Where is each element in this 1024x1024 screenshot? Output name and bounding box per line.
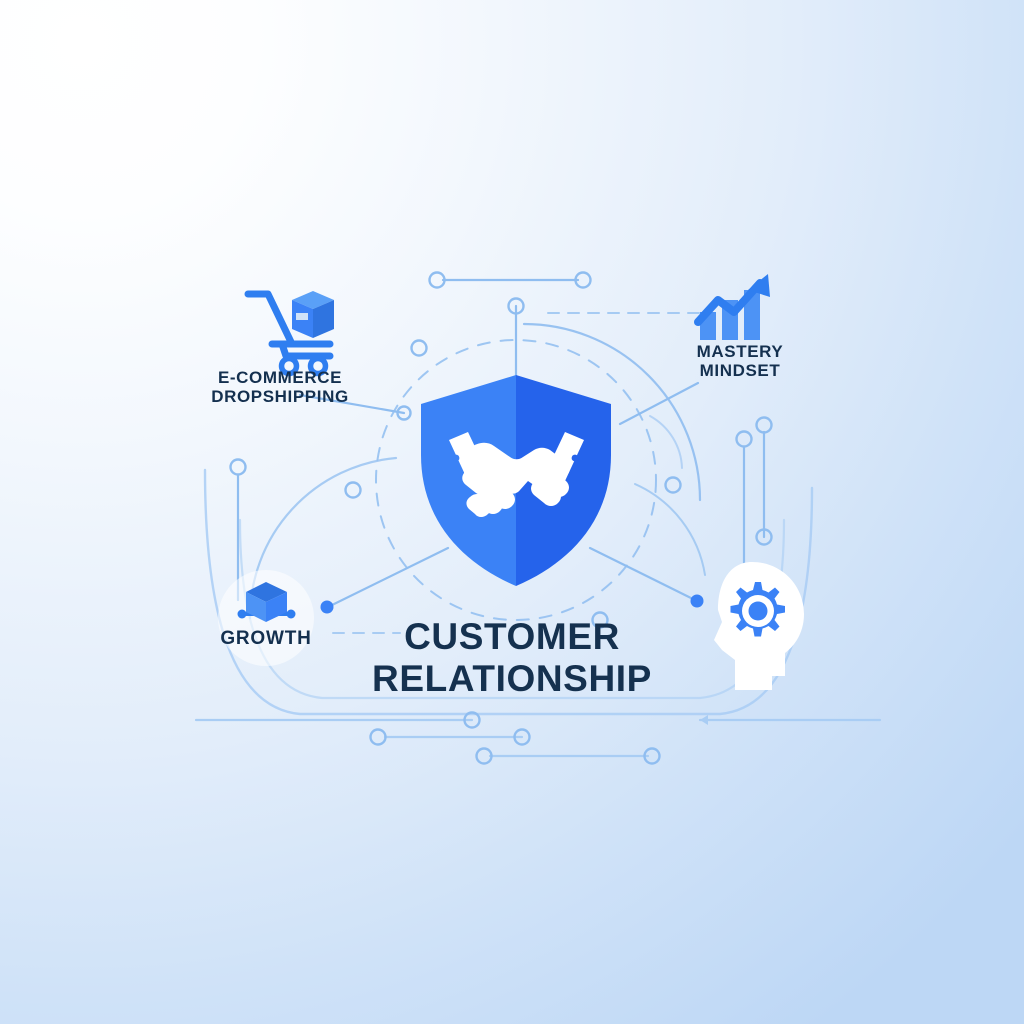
ring-node-ecommerce-joint <box>396 405 412 421</box>
ring-node-upper-left <box>410 339 428 357</box>
cube-connector-dot-left <box>237 609 247 619</box>
arc-right-upper <box>522 322 702 502</box>
ring-node-bottom-3-right <box>643 747 661 765</box>
box-label <box>296 313 308 320</box>
chart-glyph <box>694 274 770 340</box>
cube-right-face <box>266 592 287 622</box>
ring-node-bottom-2-left <box>369 728 387 746</box>
trace-arrowhead <box>700 715 708 725</box>
node-label-ecommerce-dropshipping: E-COMMERCE DROPSHIPPING <box>195 368 365 406</box>
node-label-line2: MINDSET <box>699 361 781 381</box>
box-right-face <box>313 300 334 338</box>
node-label-line1: E-COMMERCE <box>217 368 343 387</box>
handshake-icon <box>449 432 584 517</box>
page-title: CUSTOMER RELATIONSHIP <box>302 616 722 700</box>
dashed-orbit-circle <box>375 339 657 621</box>
cart-wheel-left <box>278 355 300 377</box>
node-label-growth: GROWTH <box>196 628 336 649</box>
cube-glyph <box>237 582 296 622</box>
ring-node-top-right <box>574 271 592 289</box>
dot-node-head-joint <box>690 594 704 608</box>
chart-bar-3 <box>744 290 760 340</box>
ring-node-left-stem <box>229 458 247 476</box>
ring-node-bottom-1 <box>463 711 481 729</box>
cube-left-face <box>246 592 266 622</box>
node-label-line2: DROPSHIPPING <box>211 387 349 407</box>
ring-node-mid-left <box>344 481 362 499</box>
gear-center-dot <box>748 601 768 621</box>
connector-head-to-center <box>588 546 699 603</box>
page-title-line2: RELATIONSHIP <box>372 658 652 700</box>
connector-mastery-to-center <box>618 381 700 426</box>
cube-top-face <box>246 582 287 602</box>
ring-node-top-stem <box>507 297 525 315</box>
node-label-line1: GROWTH <box>220 628 312 649</box>
node-label-line1: MASTERY <box>696 342 784 361</box>
connector-ecommerce-to-center <box>298 393 406 415</box>
ring-node-bottom-2-right <box>513 728 531 746</box>
ring-node-head-stem-b-top <box>755 416 773 434</box>
ring-node-below-shield <box>591 611 609 629</box>
connector-ring-group <box>229 271 773 765</box>
chart-trend-line <box>694 279 764 326</box>
cube-connector-dot-right <box>286 609 296 619</box>
cart-wheel-right <box>307 355 329 377</box>
ring-node-head-stem-a-top <box>735 430 753 448</box>
ring-node-top-left <box>428 271 446 289</box>
cart-glyph <box>244 290 334 377</box>
dot-node-growth-joint <box>320 600 334 614</box>
ring-node-bottom-3-left <box>475 747 493 765</box>
ring-node-head-stem-b-bottom <box>755 528 773 546</box>
arc-shield-to-head <box>634 483 706 576</box>
ring-node-mid-right <box>664 476 682 494</box>
page-title-line1: CUSTOMER <box>404 616 620 657</box>
arc-stub-right <box>649 415 683 469</box>
connector-growth-to-center <box>326 546 450 609</box>
chart-arrow-head <box>748 274 770 297</box>
gear-glyph <box>730 582 785 637</box>
node-label-mastery-mindset: MASTERY MINDSET <box>665 342 815 380</box>
